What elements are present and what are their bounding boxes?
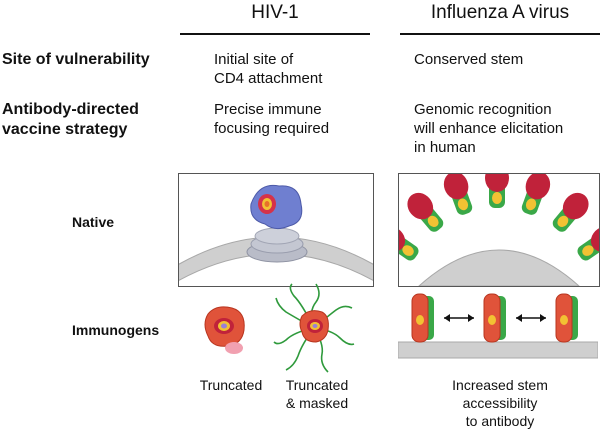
hiv-truncated-masked-immunogen <box>273 283 355 373</box>
stem-immunogen <box>555 293 578 343</box>
vaccine-strategy-label: Antibody-directed vaccine strategy <box>2 101 139 138</box>
influenza-native-illustration <box>399 174 599 286</box>
hiv-native-illustration <box>179 184 373 281</box>
hemagglutinin-spikes <box>399 174 599 261</box>
influenza-native-panel <box>398 173 600 287</box>
hiv-truncated-immunogen <box>204 306 245 354</box>
hiv-strategy-text: Precise immune focusing required <box>214 101 330 137</box>
immunogens-row-label: Immunogens <box>72 322 160 338</box>
influenza-stem-immunogens <box>398 293 598 359</box>
influenza-site-text: Conserved stem <box>414 51 524 68</box>
support-surface <box>398 341 598 359</box>
hiv-site-text: Initial site of CD4 attachment <box>214 51 323 87</box>
truncated-masked-caption: Truncated & masked <box>285 377 349 411</box>
influenza-column-header: Influenza A virus <box>430 2 570 23</box>
influenza-strategy-text: Genomic recognition will enhance elicita… <box>414 101 564 156</box>
hiv-column-header: HIV-1 <box>251 2 299 23</box>
viral-membrane <box>179 236 373 281</box>
native-row-label: Native <box>72 214 115 230</box>
double-arrows <box>444 314 546 322</box>
influenza-header-rule <box>400 33 600 35</box>
viral-membrane <box>418 249 580 286</box>
stem-immunogen <box>411 293 434 343</box>
truncated-caption: Truncated <box>199 377 263 393</box>
stem-immunogen <box>483 293 506 343</box>
site-of-vulnerability-label: Site of vulnerability <box>2 51 150 68</box>
hiv-header-rule <box>180 33 370 35</box>
increased-stem-accessibility-caption: Increased stem accessibility to antibody <box>452 377 548 429</box>
hiv-native-panel <box>178 173 374 287</box>
